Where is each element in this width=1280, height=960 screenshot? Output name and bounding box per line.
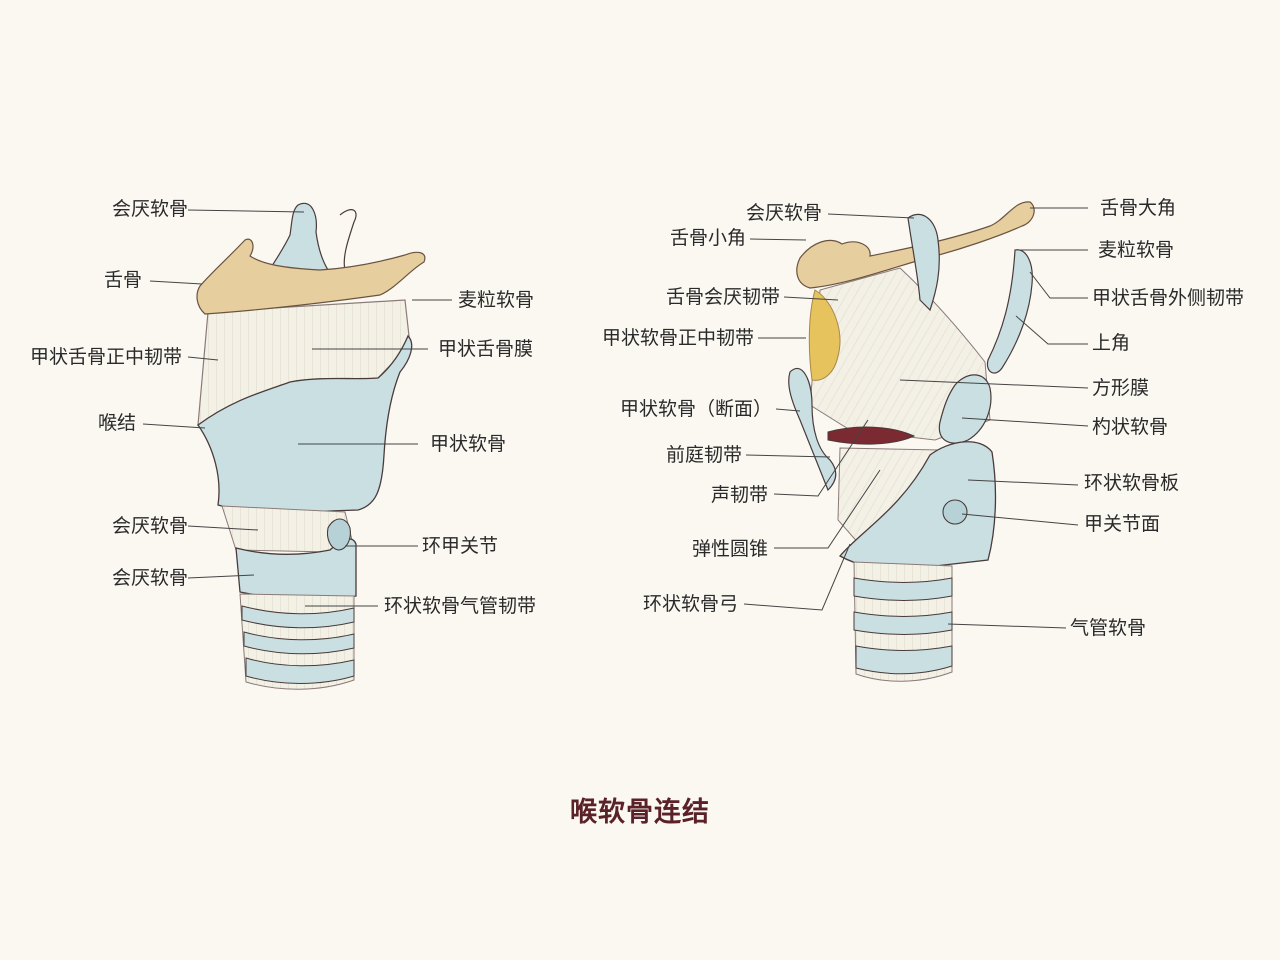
label-tracheal-cartilage: 气管软骨	[1070, 617, 1147, 639]
arytenoid-shape	[938, 374, 992, 444]
label-laryngeal-prominence: 喉结	[97, 412, 136, 434]
epiglottis-right-shape	[907, 213, 940, 312]
label-conus-elasticus: 弹性圆锥	[691, 538, 768, 560]
hyoid-greater-horn-shape	[796, 201, 1035, 289]
label-hyoepiglottic-ligament: 舌骨会厌韧带	[665, 286, 780, 308]
diagram-title: 喉软骨连结	[570, 797, 710, 828]
label-vocal-ligament: 声韧带	[710, 484, 768, 506]
label-cricothyroid-joint: 环甲关节	[422, 535, 499, 557]
label-cricotracheal-ligament: 环状软骨气管韧带	[384, 595, 537, 617]
label-triticeous-cartilage-left: 麦粒软骨	[458, 289, 535, 311]
label-epiglottis-low: 会厌软骨	[111, 567, 188, 589]
label-epiglottis-right: 会厌软骨	[745, 202, 822, 224]
cricothyroid-joint-shape	[326, 518, 351, 551]
label-lateral-thyrohyoid-ligament: 甲状舌骨外侧韧带	[1092, 287, 1245, 309]
superior-horn-shape	[986, 249, 1033, 374]
label-thyrohyoid-membrane: 甲状舌骨膜	[438, 338, 534, 360]
label-median-thyrohyoid-ligament: 甲状舌骨正中韧带	[29, 346, 182, 368]
label-thyroid-cartilage: 甲状软骨	[430, 433, 507, 455]
articular-facet-shape	[942, 499, 968, 525]
fat-pad-shape	[808, 289, 841, 381]
hyoid-bone-shape	[196, 238, 426, 315]
label-vestibular-ligament: 前庭韧带	[665, 444, 742, 466]
cricoid-lamina-shape	[838, 441, 997, 571]
label-superior-horn: 上角	[1092, 332, 1131, 354]
right-larynx-medial	[788, 201, 1035, 682]
label-quadrangular-membrane: 方形膜	[1092, 377, 1150, 399]
label-arytenoid-cartilage: 杓状软骨	[1092, 416, 1169, 438]
label-greater-horn: 舌骨大角	[1100, 197, 1177, 219]
label-median-thyroid-ligament: 甲状软骨正中韧带	[601, 327, 754, 349]
label-cricoid-arch: 环状软骨弓	[642, 593, 738, 615]
label-thyroid-section: 甲状软骨（断面）	[619, 398, 772, 420]
leader-lines	[142, 207, 1089, 629]
ventricle-shape	[827, 426, 916, 445]
label-hyoid: 舌骨	[103, 269, 142, 291]
label-articular-facet: 甲关节面	[1084, 513, 1161, 535]
label-triticeous-cartilage-right: 麦粒软骨	[1098, 239, 1175, 261]
label-epiglottis-top: 会厌软骨	[111, 198, 188, 220]
label-cricoid-lamina: 环状软骨板	[1084, 472, 1180, 494]
thyroid-section-shape	[788, 367, 837, 492]
label-epiglottis-mid: 会厌软骨	[111, 515, 188, 537]
left-larynx-anterior	[196, 202, 426, 690]
label-lesser-horn: 舌骨小角	[669, 227, 746, 249]
